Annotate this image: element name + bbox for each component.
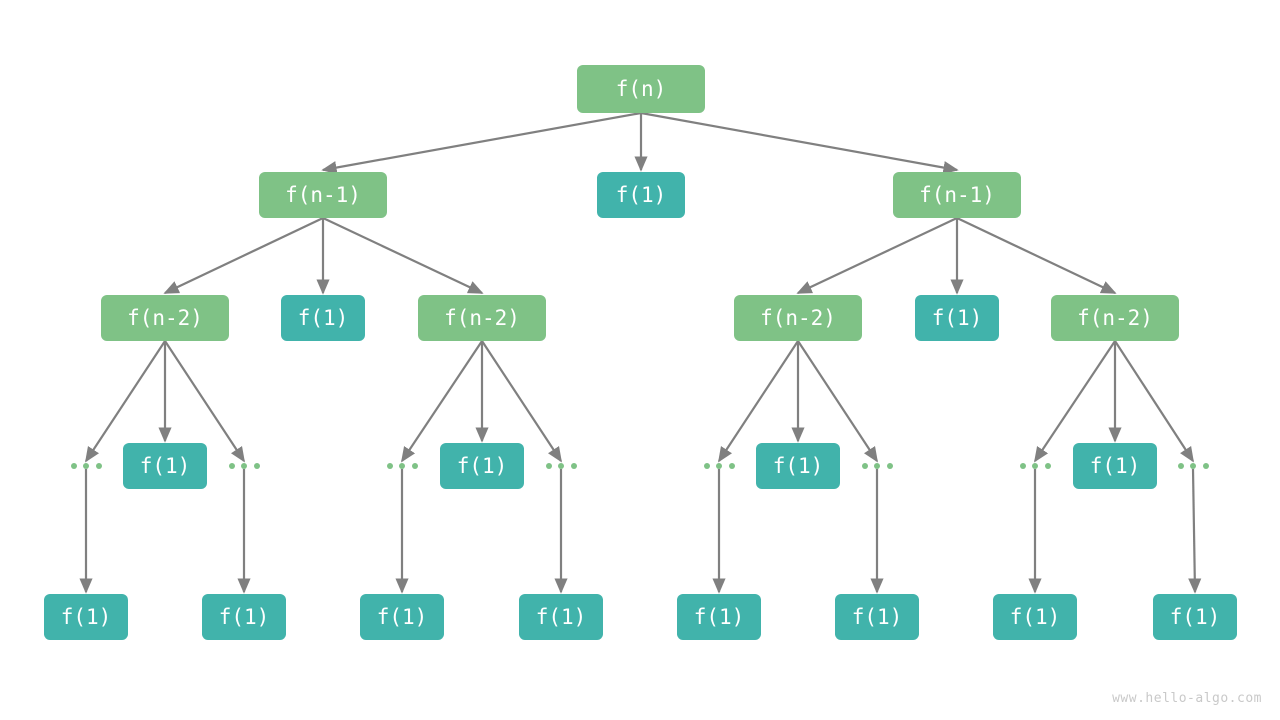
edge-n0-to-n1 (321, 111, 642, 175)
edge-n7-to-e5 (797, 340, 878, 463)
node-label: f(1) (376, 604, 428, 629)
edge-n7-to-e4 (718, 340, 799, 463)
node-label: f(1) (297, 305, 349, 330)
tree-node-n13: f(1) (1073, 443, 1157, 489)
ellipsis-marker (545, 463, 577, 469)
node-label: f(1) (851, 604, 903, 629)
tree-node-n9: f(n-2) (1051, 295, 1179, 341)
tree-node-n8: f(1) (915, 295, 999, 341)
ellipsis-marker (703, 463, 735, 469)
tree-node-n4: f(n-2) (101, 295, 229, 341)
node-label: f(1) (931, 305, 983, 330)
tree-node-n21: f(1) (1153, 594, 1237, 640)
tree-node-n18: f(1) (677, 594, 761, 640)
edge-n6-to-e2 (401, 340, 483, 463)
node-label: f(1) (693, 604, 745, 629)
tree-node-n12: f(1) (756, 443, 840, 489)
node-label: f(n-2) (1077, 305, 1153, 330)
tree-node-n10: f(1) (123, 443, 207, 489)
ellipsis-marker (1177, 463, 1209, 469)
ellipsis-marker (386, 463, 418, 469)
edge-n4-to-e1 (164, 340, 245, 463)
node-label: f(1) (772, 453, 824, 478)
tree-node-n19: f(1) (835, 594, 919, 640)
tree-node-n20: f(1) (993, 594, 1077, 640)
tree-node-n5: f(1) (281, 295, 365, 341)
edge-n3-to-n7 (796, 217, 958, 294)
node-label: f(1) (615, 182, 667, 207)
edge-n1-to-n4 (163, 217, 324, 294)
node-label: f(n-2) (444, 305, 520, 330)
tree-node-n2: f(1) (597, 172, 685, 218)
node-label: f(1) (1089, 453, 1141, 478)
node-label: f(n-1) (919, 182, 995, 207)
tree-node-n7: f(n-2) (734, 295, 862, 341)
tree-node-n16: f(1) (360, 594, 444, 640)
edges-group (79, 111, 1202, 594)
node-label: f(1) (1169, 604, 1221, 629)
edge-e7-to-n21 (1188, 468, 1202, 594)
tree-node-n11: f(1) (440, 443, 524, 489)
node-label: f(1) (60, 604, 112, 629)
node-label: f(1) (218, 604, 270, 629)
edge-n9-to-e7 (1114, 340, 1194, 463)
node-label: f(n) (615, 76, 667, 101)
tree-node-n6: f(n-2) (418, 295, 546, 341)
tree-node-n1: f(n-1) (259, 172, 387, 218)
edge-n9-to-e6 (1034, 340, 1116, 463)
node-label: f(1) (139, 453, 191, 478)
edge-n1-to-n6 (322, 217, 484, 294)
ellipsis-marker (228, 463, 260, 469)
tree-node-n17: f(1) (519, 594, 603, 640)
node-label: f(n-2) (127, 305, 203, 330)
edge-n6-to-e3 (481, 340, 562, 463)
node-label: f(n-2) (760, 305, 836, 330)
tree-node-n15: f(1) (202, 594, 286, 640)
edge-n4-to-e0 (85, 340, 166, 463)
watermark: www.hello-algo.com (1112, 691, 1262, 706)
edge-n0-to-n3 (640, 111, 959, 175)
edge-n3-to-n9 (956, 217, 1117, 294)
node-label: f(1) (456, 453, 508, 478)
node-label: f(1) (1009, 604, 1061, 629)
ellipsis-marker (1019, 463, 1051, 469)
tree-node-n14: f(1) (44, 594, 128, 640)
tree-node-n0: f(n) (577, 65, 705, 113)
node-label: f(n-1) (285, 182, 361, 207)
node-label: f(1) (535, 604, 587, 629)
tree-node-n3: f(n-1) (893, 172, 1021, 218)
ellipsis-marker (70, 463, 102, 469)
ellipsis-marker (861, 463, 893, 469)
